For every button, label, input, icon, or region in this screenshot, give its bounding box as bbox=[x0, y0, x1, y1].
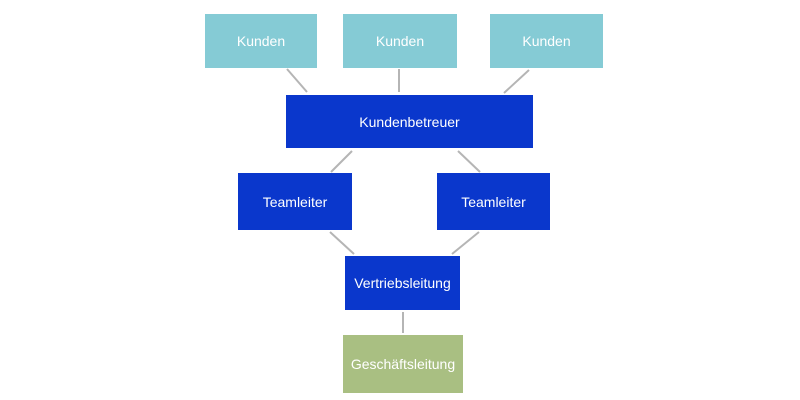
node-kundenbetreuer: Kundenbetreuer bbox=[286, 95, 533, 148]
node-vertriebsleitung: Vertriebsleitung bbox=[345, 256, 460, 310]
node-label: Kunden bbox=[375, 33, 425, 49]
node-kunden-2: Kunden bbox=[343, 14, 457, 68]
node-label: Geschäftsleitung bbox=[350, 356, 456, 372]
node-kunden-3: Kunden bbox=[490, 14, 603, 68]
node-label: Teamleiter bbox=[262, 193, 328, 210]
node-label: Teamleiter bbox=[461, 193, 526, 210]
node-teamleiter-2: Teamleiter bbox=[437, 173, 550, 230]
node-teamleiter-1: Teamleiter bbox=[238, 173, 352, 230]
node-geschaeftsleitung: Geschäftsleitung bbox=[343, 335, 463, 393]
node-label: Kunden bbox=[522, 33, 571, 49]
edge-kunden1-kundenbetreuer bbox=[286, 68, 308, 93]
edge-kundenbetreuer-teamleiter2 bbox=[457, 150, 481, 173]
edge-kunden3-kundenbetreuer bbox=[503, 69, 530, 94]
edge-teamleiter1-vertriebsleitung bbox=[329, 231, 355, 255]
node-kunden-1: Kunden bbox=[205, 14, 317, 68]
node-label: Kundenbetreuer bbox=[359, 113, 460, 130]
edge-teamleiter2-vertriebsleitung bbox=[451, 231, 480, 255]
edge-kundenbetreuer-teamleiter1 bbox=[330, 150, 353, 173]
node-label: Kunden bbox=[236, 33, 286, 49]
node-label: Vertriebsleitung bbox=[354, 275, 451, 291]
